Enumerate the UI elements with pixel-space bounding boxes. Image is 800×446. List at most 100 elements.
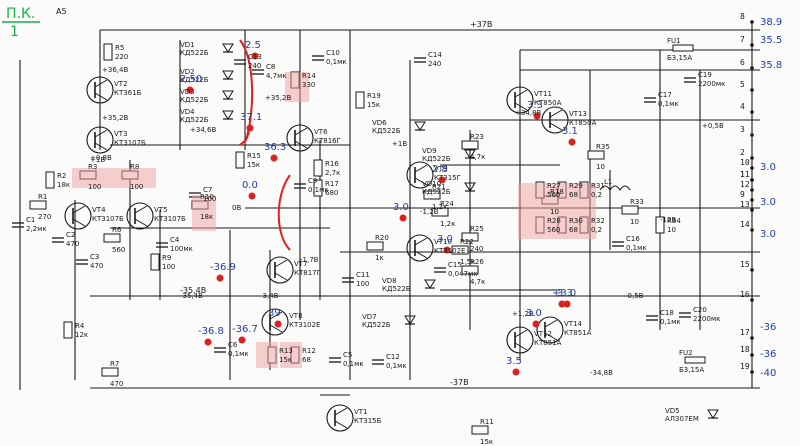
transistor-body	[506, 86, 534, 114]
transistor	[326, 404, 354, 432]
resistor	[423, 190, 441, 200]
node-voltage: +1В	[90, 156, 105, 164]
capacitor-ref: C13	[248, 53, 262, 61]
capacitor-value: 0,1мк	[343, 360, 364, 368]
transistor-collector	[414, 237, 428, 246]
transistor-emitter	[414, 177, 428, 186]
transistor-collector	[514, 329, 528, 338]
measurement-value: 36.3	[264, 142, 286, 153]
diode	[464, 149, 476, 159]
measurement-value: -36.8	[198, 326, 224, 337]
transistor-type: КТ850А	[569, 119, 597, 127]
annotation-arrow	[277, 174, 291, 251]
rail-label: -35,4В	[180, 286, 206, 295]
capacitor-ref: C19	[698, 71, 712, 79]
resistor-value: 10	[630, 218, 639, 226]
measurement-dot	[251, 52, 259, 60]
resistor	[235, 151, 245, 169]
capacitor-value: 0,1мк	[660, 318, 681, 326]
transistor-ref: VT5	[154, 206, 168, 214]
resistor-value: 270	[38, 213, 51, 221]
measurement-value: +3.0	[552, 288, 576, 299]
resistor-ref: R19	[367, 92, 381, 100]
transistor-ref: VT9	[434, 165, 448, 173]
transistor-collector	[94, 129, 108, 138]
resistor-ref: R33	[630, 198, 644, 206]
diode-type: КД522Б	[372, 127, 401, 135]
resistor-value: 18к	[200, 213, 213, 221]
capacitor-ref: C1	[26, 216, 35, 224]
connector-pin	[750, 66, 754, 70]
sheet-number: 1	[10, 24, 19, 40]
resistor-ref: R27	[547, 182, 561, 190]
transistor-emitter	[334, 420, 348, 429]
connector-pin-number: 9	[740, 190, 745, 199]
resistor	[655, 216, 665, 234]
resistor-value: 68	[569, 191, 578, 199]
highlight-box	[118, 168, 156, 188]
resistor-ref: R7	[110, 360, 119, 368]
connector-pin-number: 14	[740, 220, 750, 229]
resistor-value: 10	[550, 208, 559, 216]
transistor	[506, 326, 534, 354]
capacitor-ref: C14	[428, 51, 442, 59]
resistor-ref: R8	[130, 163, 139, 171]
diode-type: КД522Б	[362, 321, 391, 329]
resistor-ref: R11	[480, 418, 494, 426]
connector-pin-number: 5	[740, 80, 745, 89]
transistor-body	[126, 202, 154, 230]
node-voltage: -3,4В	[260, 292, 279, 300]
transistor-type: КТ817Г	[294, 269, 321, 277]
resistor	[461, 140, 479, 150]
inductor-ref: L1	[604, 178, 612, 186]
resistor-ref: R17	[325, 180, 339, 188]
diode-ref: VD1	[180, 41, 195, 49]
resistor-ref: R13	[279, 347, 293, 355]
resistor-ref: R28	[547, 217, 561, 225]
diode	[222, 110, 234, 120]
resistor-value: 12к	[75, 331, 88, 339]
transistor-ref: VT2	[114, 80, 128, 88]
transistor-type: КТ3102Е	[434, 247, 465, 255]
connector-pin-number: 7	[740, 35, 745, 44]
diode	[222, 90, 234, 100]
measurement-value: -36.9	[210, 262, 236, 273]
resistor-value: 68	[569, 226, 578, 234]
node-voltage: +36,4В	[102, 66, 128, 74]
highlight-box	[280, 342, 302, 368]
resistor	[313, 159, 323, 177]
capacitor-value: 4,7мк	[266, 72, 287, 80]
transistor-type: КТ3107Б	[92, 215, 124, 223]
resistor-value: 240	[470, 245, 483, 253]
pin-voltage: 3.0	[760, 229, 776, 240]
capacitor-ref: C9	[308, 177, 317, 185]
capacitor-ref: C15	[448, 261, 462, 269]
diode	[424, 279, 436, 289]
resistor-value: 560	[112, 246, 125, 254]
measurement-value: -36.7	[232, 324, 258, 335]
resistor-ref: R1	[38, 193, 47, 201]
resistor-ref: R22	[460, 238, 474, 246]
connector-pin-number: 10	[740, 158, 750, 167]
resistor-ref: R3	[88, 163, 97, 171]
resistor-value: 0,2	[591, 226, 602, 234]
node-voltage: +1В	[392, 140, 407, 148]
measurement-dot	[568, 138, 576, 146]
resistor-value: 18к	[57, 181, 70, 189]
diode-type: КД522Б	[180, 49, 209, 57]
transistor-type: КТ851А	[564, 329, 592, 337]
measurement-value: 0.0	[242, 180, 258, 191]
transistor-type: КТ315Г	[434, 174, 461, 182]
capacitor-value: 2,2мк	[26, 225, 47, 233]
transistor-ref: VT1	[354, 408, 368, 416]
connector-pin-number: 17	[740, 328, 750, 337]
sheet-ref: А5	[56, 7, 67, 16]
node-voltage: +34,6В	[190, 126, 216, 134]
connector-pin	[750, 88, 754, 92]
resistor-ref: R2	[57, 172, 66, 180]
diode	[222, 43, 234, 53]
capacitor-ref: C10	[326, 49, 340, 57]
resistor-ref: R18	[550, 188, 564, 196]
capacitor-value: 0,1мк	[658, 100, 679, 108]
connector-pin	[750, 166, 754, 170]
